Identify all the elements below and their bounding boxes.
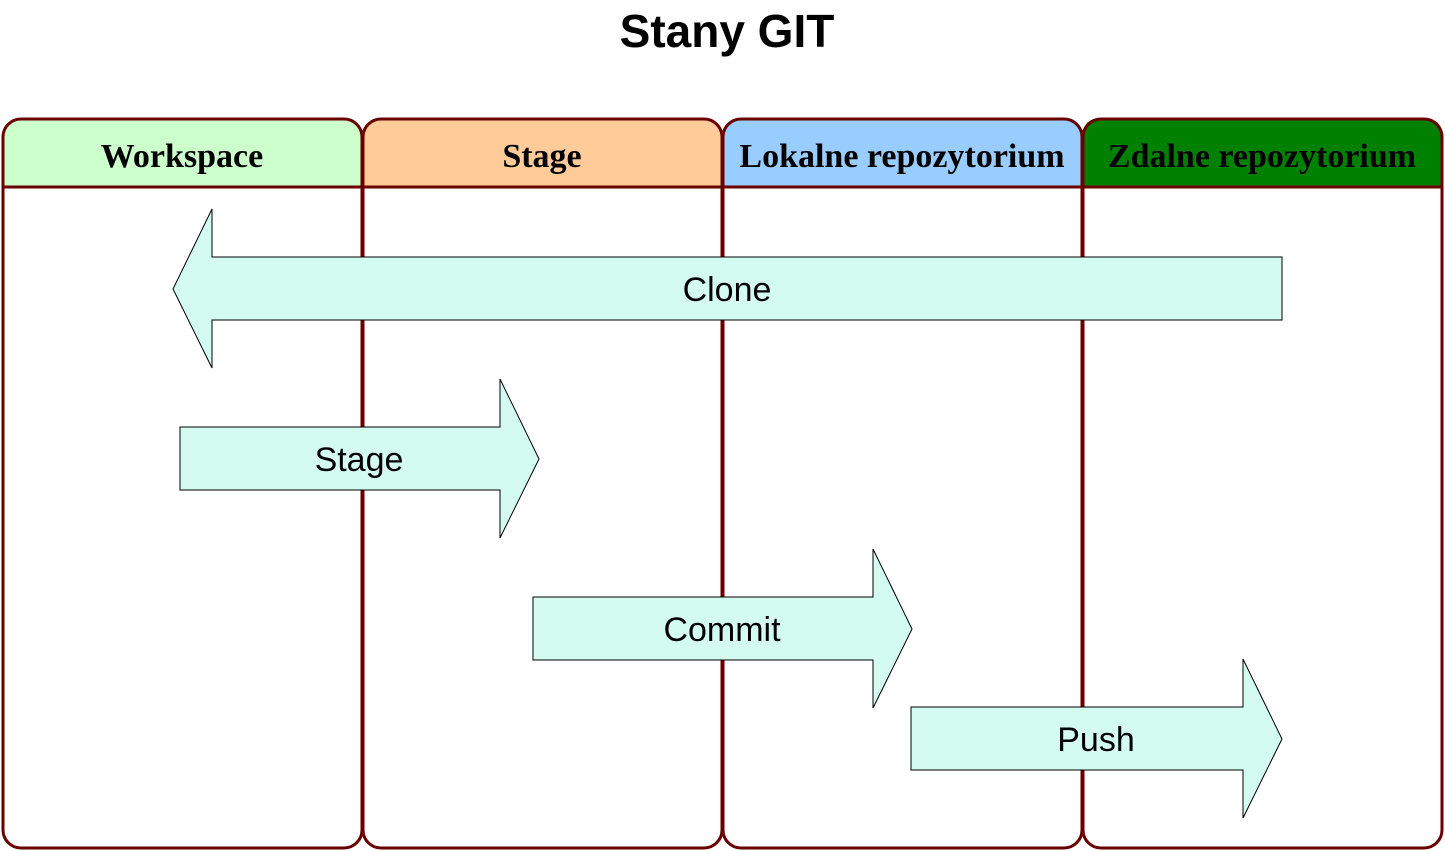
arrow-push: Push [910, 658, 1283, 819]
diagram-title: Stany GIT [620, 5, 835, 57]
arrow-stage-label: Stage [315, 441, 404, 479]
lane-remote-repo: Zdalne repozytorium [1081, 117, 1444, 850]
arrow-clone: Clone [172, 208, 1283, 369]
arrow-stage-shape [179, 378, 540, 539]
lane-local-repo-header [723, 119, 1082, 187]
arrow-push-label: Push [1057, 721, 1135, 759]
lane-local-repo: Lokalne repozytorium [721, 117, 1084, 850]
lane-workspace-label: Workspace [101, 138, 263, 175]
arrow-clone-shape [172, 208, 1283, 369]
lane-stage: Stage [361, 117, 724, 850]
arrow-commit-label: Commit [663, 611, 781, 649]
arrow-push-shape [910, 658, 1283, 819]
lane-workspace-header [3, 119, 362, 187]
lane-stage-header [363, 119, 722, 187]
lane-remote-repo-header [1083, 119, 1442, 187]
lane-stage-label: Stage [502, 138, 581, 175]
arrow-clone-label: Clone [683, 271, 772, 309]
arrow-stage: Stage [179, 378, 540, 539]
lane-remote-repo-label: Zdalne repozytorium [1108, 138, 1416, 175]
arrow-commit: Commit [532, 548, 913, 709]
lane-local-repo-label: Lokalne repozytorium [739, 138, 1064, 175]
lane-remote-repo-border [1081, 117, 1444, 850]
arrow-commit-shape [532, 548, 913, 709]
